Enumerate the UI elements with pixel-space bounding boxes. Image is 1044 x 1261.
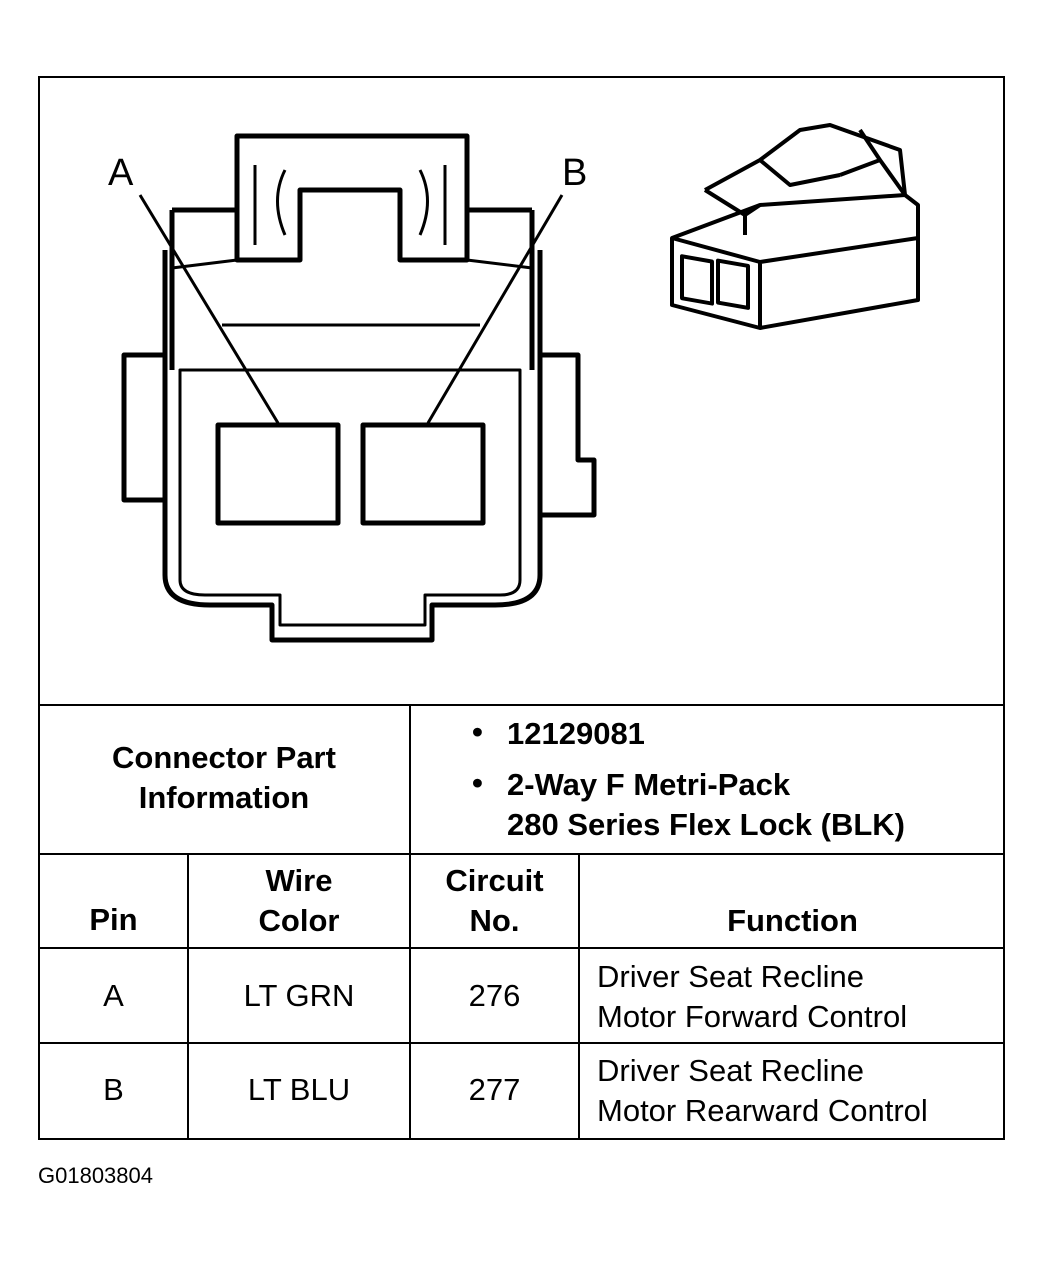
leader-line-a: [138, 194, 280, 424]
header-circuit-line1: Circuit: [445, 863, 544, 898]
row-a-pin: A: [103, 978, 124, 1013]
table-top-rule: [38, 704, 1005, 706]
header-wire-line2: Color: [258, 903, 340, 938]
info-divider: [409, 704, 411, 854]
terminal-cavity-a: [215, 422, 341, 526]
connector-info-label-line2: Information: [138, 780, 310, 815]
row-a-function-line1: Driver Seat Recline: [597, 959, 865, 994]
connector-iso-view: [670, 123, 920, 330]
terminal-cavity-b: [360, 422, 486, 526]
diagram-pin-label-a: A: [108, 152, 134, 194]
header-circuit: Circuit No.: [411, 861, 578, 941]
connector-drawing: A B: [108, 123, 920, 643]
row-a-function: Driver Seat Recline Motor Forward Contro…: [597, 957, 907, 1037]
col-divider-1: [187, 853, 189, 1140]
connector-description-line1: 2-Way F Metri-Pack: [507, 767, 791, 802]
row-divider: [38, 1042, 1005, 1044]
row-a-wire-color: LT GRN: [243, 978, 355, 1013]
connector-shoulder: [169, 207, 535, 370]
connector-inner-outline: [178, 368, 522, 627]
header-bottom-rule: [38, 947, 1005, 949]
figure-id: G01803804: [38, 1163, 153, 1188]
part-number: 12129081: [507, 716, 645, 751]
left-side-tab: [121, 352, 165, 503]
bullet-icon: •: [472, 714, 483, 749]
row-b-function-line2: Motor Rearward Control: [597, 1093, 928, 1128]
connector-info-label-line1: Connector Part: [112, 740, 336, 775]
row-a-function-line2: Motor Forward Control: [597, 999, 908, 1034]
latch-ramp-right: [418, 165, 447, 245]
connector-body: [162, 250, 543, 643]
connector-description: 2-Way F Metri-Pack 280 Series Flex Lock …: [507, 765, 905, 845]
diagram-frame: [38, 76, 1005, 1140]
connector-description-line2: 280 Series Flex Lock (BLK): [507, 807, 905, 842]
header-top-rule: [38, 853, 1005, 855]
header-wire-line1: Wire: [265, 863, 333, 898]
row-b-function: Driver Seat Recline Motor Rearward Contr…: [597, 1051, 928, 1131]
row-b-wire-color: LT BLU: [247, 1072, 351, 1107]
connector-latch: [234, 133, 470, 263]
header-circuit-line2: No.: [469, 903, 520, 938]
col-divider-3: [578, 853, 580, 1140]
row-b-pin: B: [103, 1072, 124, 1107]
row-b-circuit: 277: [468, 1072, 521, 1107]
header-function: Function: [727, 903, 858, 938]
bullet-icon: •: [472, 765, 483, 800]
leader-line-b: [426, 194, 564, 424]
latch-ramp-left: [253, 165, 287, 245]
header-wire-color: Wire Color: [189, 861, 409, 941]
connector-info-label: Connector Part Information: [40, 738, 408, 818]
col-divider-2: [409, 853, 411, 1140]
diagram-pin-label-b: B: [562, 152, 587, 194]
right-side-tab: [540, 352, 597, 518]
header-pin: Pin: [89, 902, 138, 937]
row-a-circuit: 276: [468, 978, 521, 1013]
row-b-function-line1: Driver Seat Recline: [597, 1053, 865, 1088]
